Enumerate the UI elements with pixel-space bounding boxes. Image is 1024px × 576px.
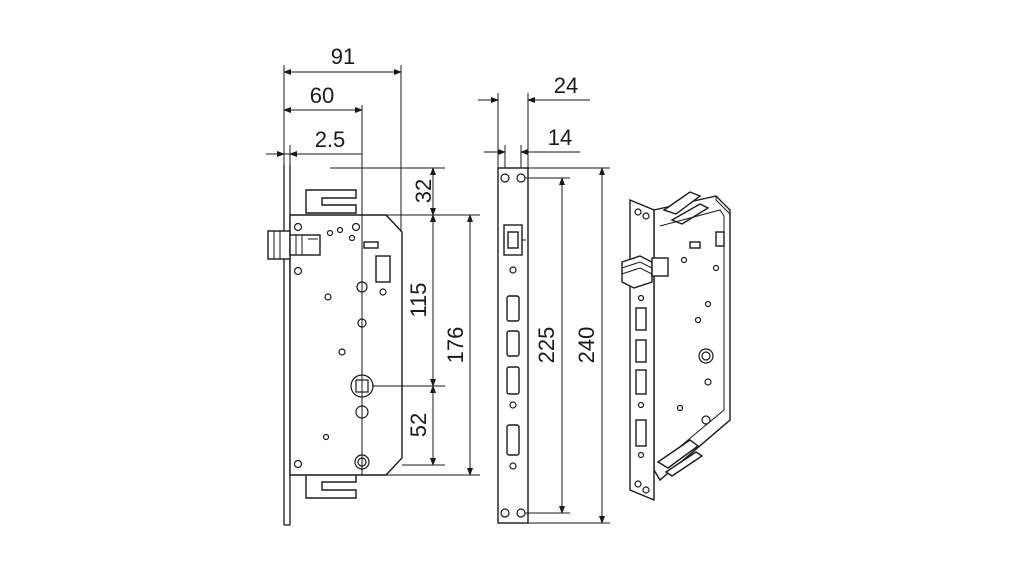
side-dimensions: 24 14 225 240 [478,73,610,524]
dim-body-lower: 52 [406,413,431,437]
square-slot [375,255,391,283]
dim-body-height: 176 [443,327,468,364]
side-view [497,167,529,524]
isometric-view [621,191,731,502]
dim-hole-spacing: 225 [534,327,559,364]
small-slot [363,241,379,249]
dim-body-upper: 115 [406,282,431,317]
front-view [267,105,403,526]
dim-width-small: 2.5 [315,127,346,152]
dim-faceplate-length: 240 [574,327,599,364]
dim-side-thickness: 14 [548,125,572,150]
dim-width-total: 91 [331,44,355,69]
dim-width-mid: 60 [310,83,334,108]
dim-top-offset: 32 [411,179,436,203]
dim-side-depth: 24 [554,73,578,98]
front-horizontal-dimensions: 91 60 2.5 [266,44,402,232]
front-vertical-dimensions: 32 115 52 176 [330,167,480,476]
top-hook [305,189,357,214]
latch-bolt [267,230,321,260]
